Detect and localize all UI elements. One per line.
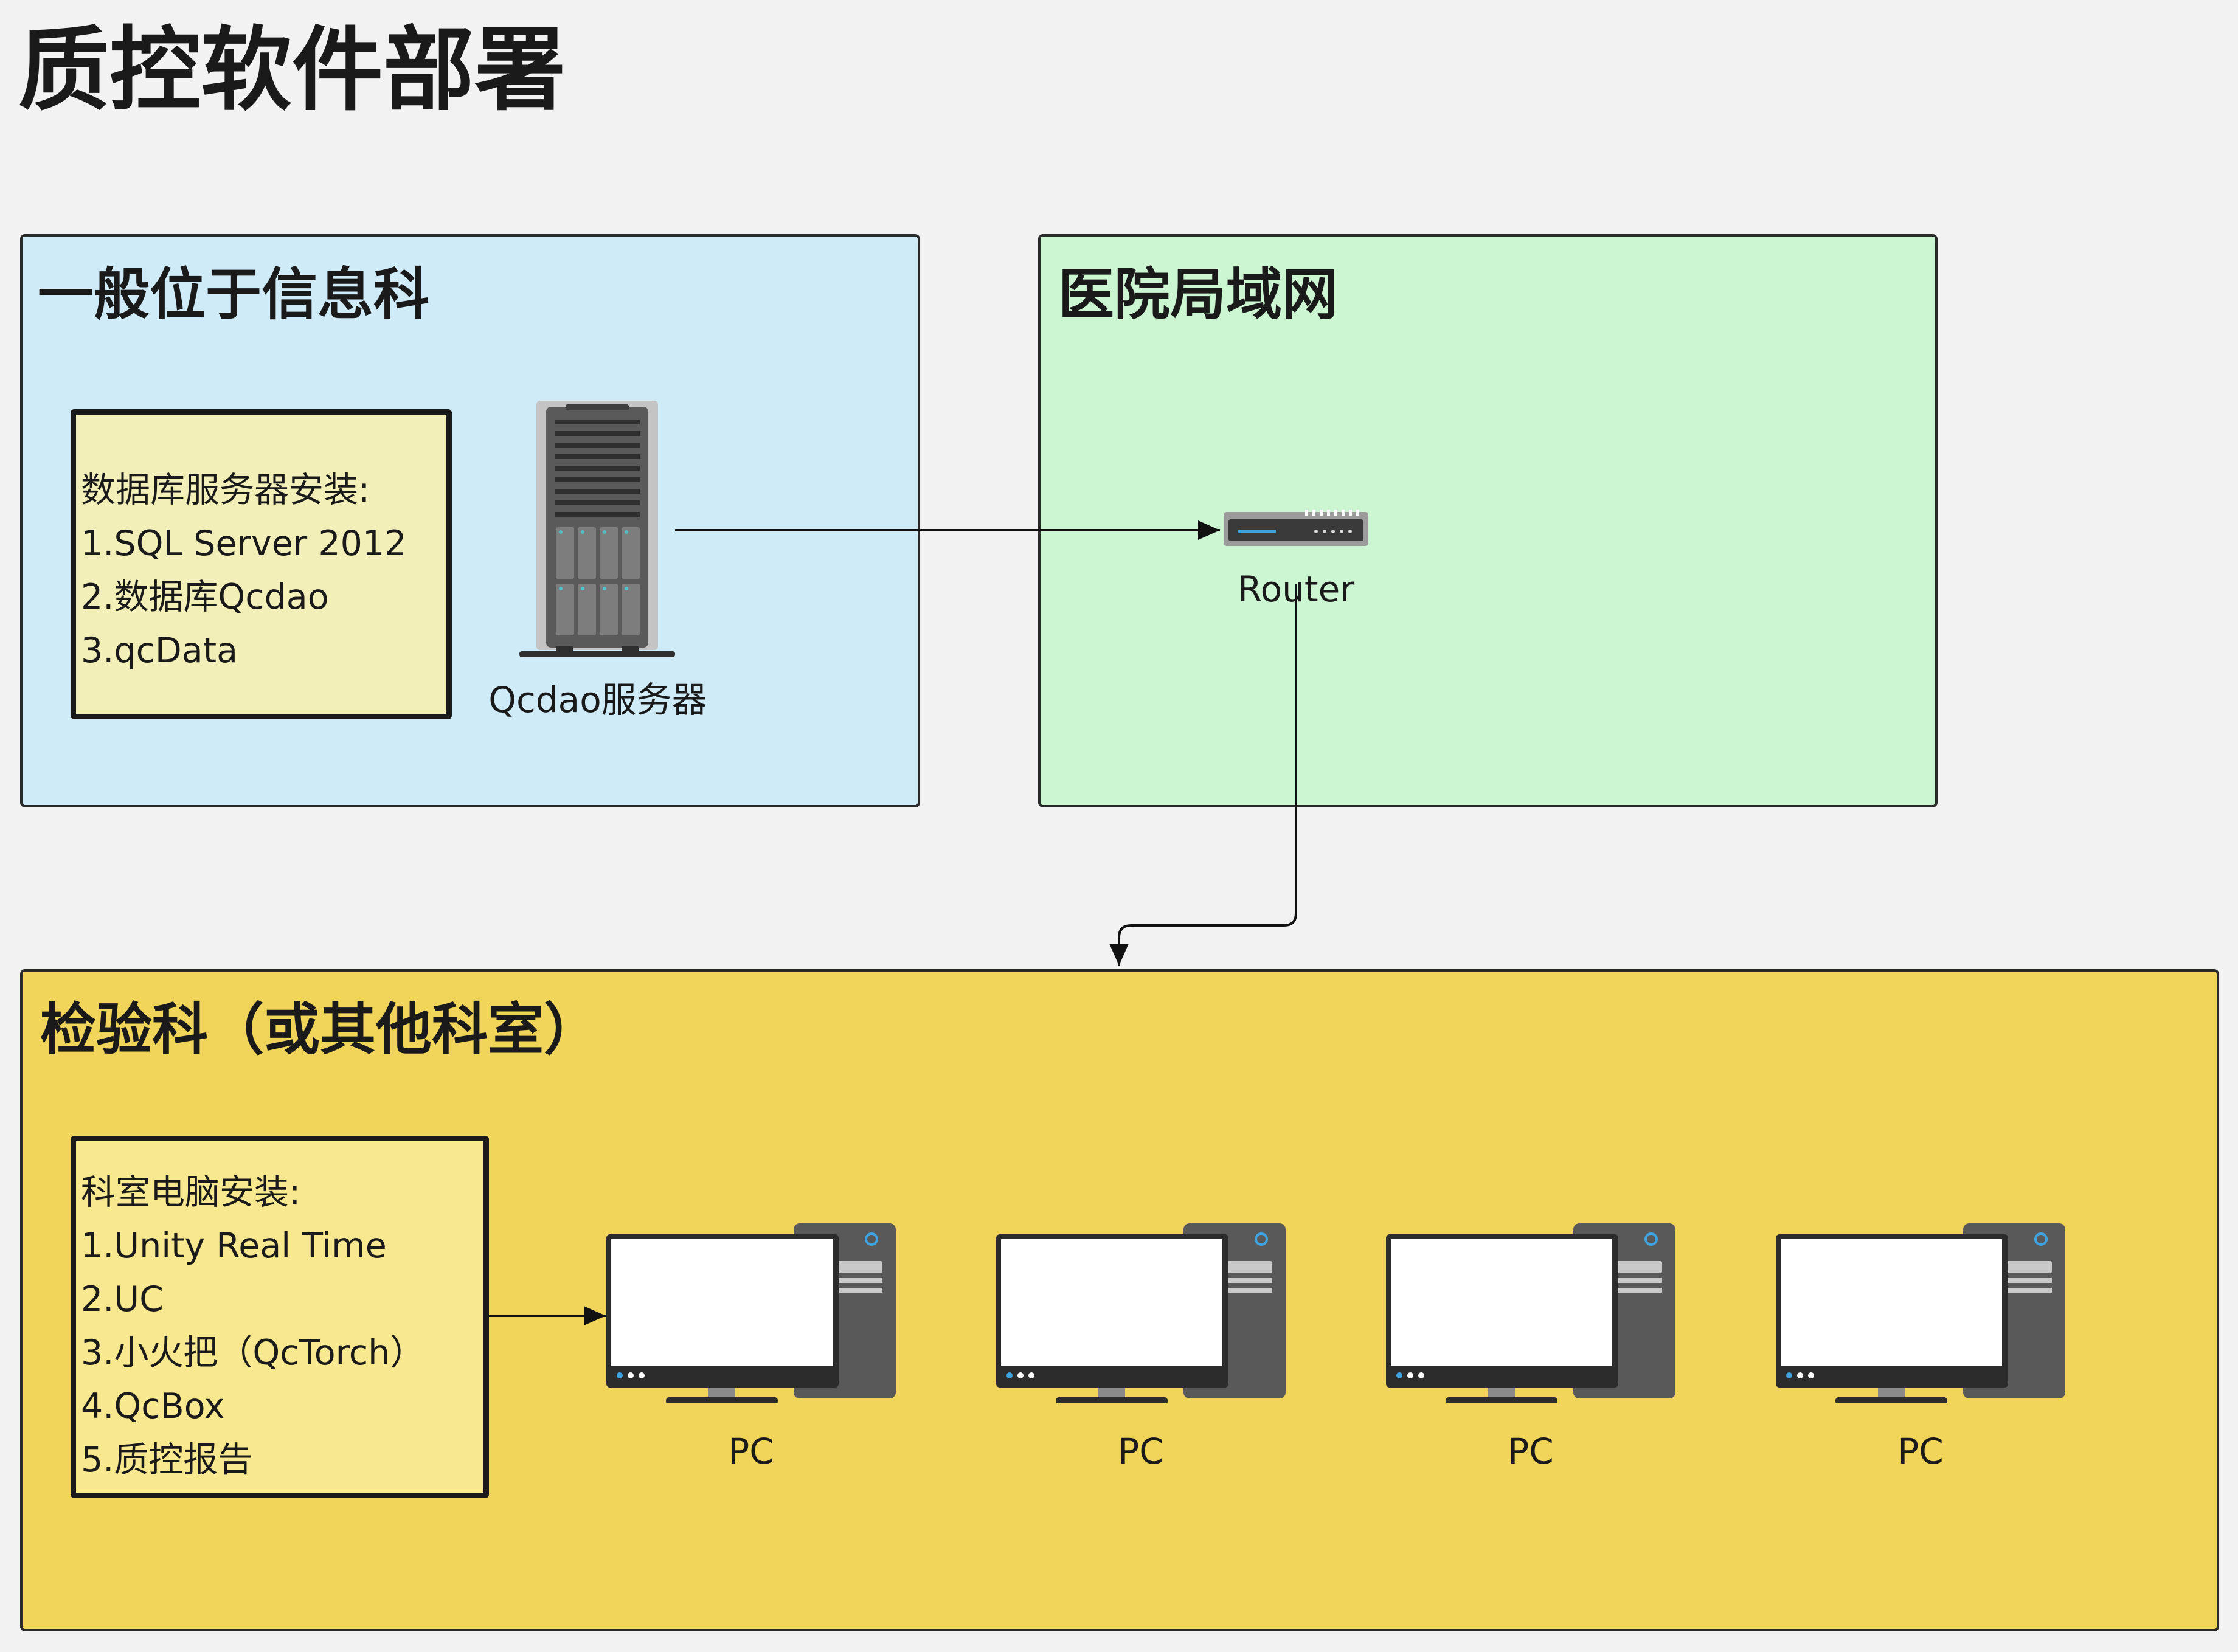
server-label: Qcdao服务器 xyxy=(488,679,707,721)
desktop-computer-icon xyxy=(1386,1223,1675,1403)
server-install-note: 数据库服务器安装: 1.SQL Server 2012 2.数据库Qcdao 3… xyxy=(71,409,452,719)
zone-information-dept-title: 一般位于信息科 xyxy=(38,261,430,327)
pc-note-line: 5.质控报告 xyxy=(81,1440,253,1480)
page-title: 质控软件部署 xyxy=(18,16,566,123)
pc-label: PC xyxy=(1508,1431,1554,1472)
server-note-line: 1.SQL Server 2012 xyxy=(81,524,407,564)
pc-install-note: 科室电脑安装: 1.Unity Real Time 2.UC 3.小火把（QcT… xyxy=(71,1136,489,1498)
server-note-line: 2.数据库Qcdao xyxy=(81,577,329,617)
pc-label: PC xyxy=(1897,1431,1944,1472)
zone-laboratory-title: 检验科（或其他科室） xyxy=(40,997,600,1062)
tower-server-icon xyxy=(519,401,675,657)
pc-note-line: 3.小火把（QcTorch） xyxy=(81,1333,425,1373)
desktop-computer-icon xyxy=(606,1223,896,1403)
desktop-computer-icon xyxy=(996,1223,1286,1403)
server-note-line: 3.qcData xyxy=(81,631,238,671)
router-label: Router xyxy=(1237,569,1355,610)
pc-note-line: 1.Unity Real Time xyxy=(81,1226,387,1266)
desktop-computer-icon xyxy=(1776,1223,2065,1403)
server-note-line: 数据库服务器安装: xyxy=(81,470,370,510)
pc-note-line: 4.QcBox xyxy=(81,1386,225,1426)
zone-hospital-lan-title: 医院局域网 xyxy=(1058,261,1339,327)
router-icon xyxy=(1224,510,1368,546)
pc-label: PC xyxy=(1118,1431,1164,1472)
pc-note-line: 科室电脑安装: xyxy=(81,1172,301,1212)
pc-label: PC xyxy=(728,1431,774,1472)
pc-note-line: 2.UC xyxy=(81,1279,164,1319)
